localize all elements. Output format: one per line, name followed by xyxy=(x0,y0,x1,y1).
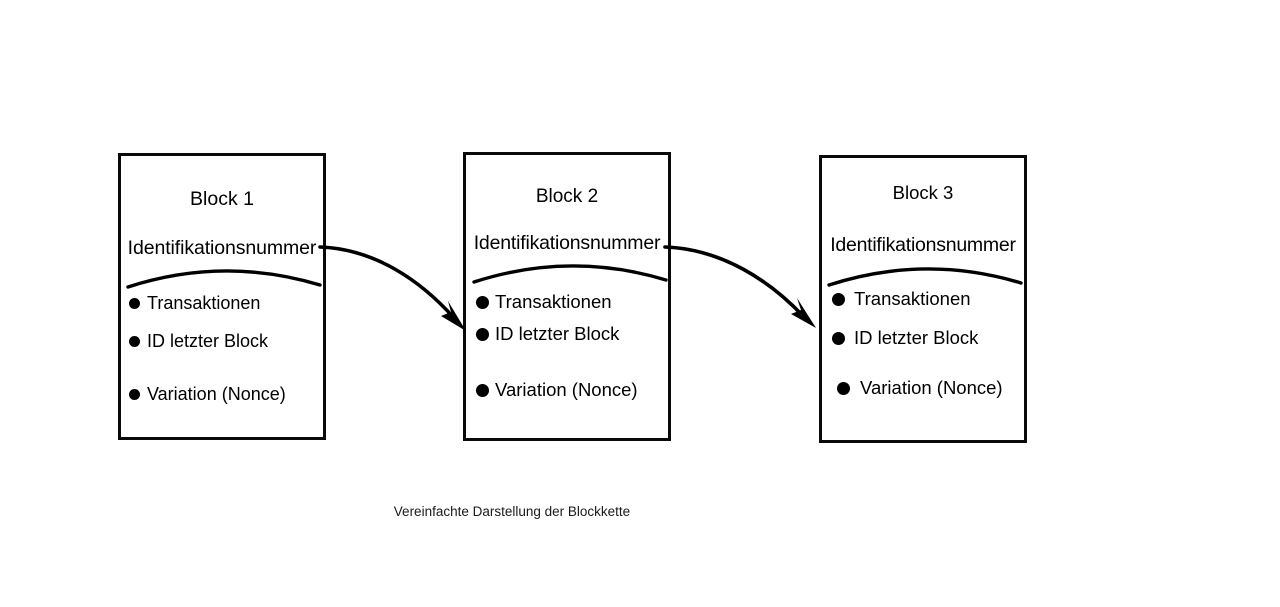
block-item-label: Transaktionen xyxy=(147,293,261,313)
bullet-dot-icon xyxy=(837,381,850,395)
block-item-3-2: Variation (Nonce) xyxy=(832,377,1003,398)
block-title-2: Block 2 xyxy=(535,186,599,207)
block-item-2-1: ID letzter Block xyxy=(476,323,620,344)
block-item-label: ID letzter Block xyxy=(147,331,269,351)
bullet-dot-icon xyxy=(476,327,489,341)
block-title-1: Block 1 xyxy=(190,188,254,210)
hash-arc-icon-2 xyxy=(472,264,668,284)
block-card-2[interactable]: Block 2 Identifikationsnummer Transaktio… xyxy=(463,152,671,441)
block-identification-number-label-2: Identifikationsnummer xyxy=(473,232,661,254)
bullet-dot-icon xyxy=(129,335,140,347)
bullet-dot-icon xyxy=(129,388,140,400)
hash-arc-icon-3 xyxy=(827,267,1023,287)
connector-arrow-block1-to-block2 xyxy=(318,245,466,331)
diagram-caption: Vereinfachte Darstellung der Blockkette xyxy=(393,504,631,519)
bullet-dot-icon xyxy=(476,295,489,309)
bullet-dot-icon xyxy=(476,383,489,397)
connector-arrow-block2-to-block3 xyxy=(663,245,816,328)
block-card-1[interactable]: Block 1 Identifikationsnummer Transaktio… xyxy=(118,153,326,440)
bullet-dot-icon xyxy=(129,297,140,309)
block-identification-number-label-1: Identifikationsnummer xyxy=(127,237,317,259)
hash-arc-icon-1 xyxy=(126,269,322,289)
bullet-dot-icon xyxy=(832,292,845,306)
block-title-3: Block 3 xyxy=(892,182,954,203)
block-item-2-0: Transaktionen xyxy=(476,291,612,312)
block-item-1-2: Variation (Nonce) xyxy=(129,385,286,403)
block-item-label: Transaktionen xyxy=(854,288,971,309)
block-card-3[interactable]: Block 3 Identifikationsnummer Transaktio… xyxy=(819,155,1027,443)
block-identification-number-label-3: Identifikationsnummer xyxy=(830,234,1016,256)
block-item-label: Variation (Nonce) xyxy=(147,384,286,404)
block-item-label: ID letzter Block xyxy=(854,327,979,348)
block-item-1-0: Transaktionen xyxy=(129,294,260,312)
block-item-1-1: ID letzter Block xyxy=(129,332,268,350)
block-item-label: Transaktionen xyxy=(495,291,612,312)
block-item-2-2: Variation (Nonce) xyxy=(476,379,638,400)
block-item-3-1: ID letzter Block xyxy=(832,327,979,348)
block-item-label: ID letzter Block xyxy=(495,323,620,344)
block-item-3-0: Transaktionen xyxy=(832,288,971,309)
block-item-label: Variation (Nonce) xyxy=(495,379,638,400)
block-item-label: Variation (Nonce) xyxy=(860,377,1003,398)
bullet-dot-icon xyxy=(832,331,845,345)
